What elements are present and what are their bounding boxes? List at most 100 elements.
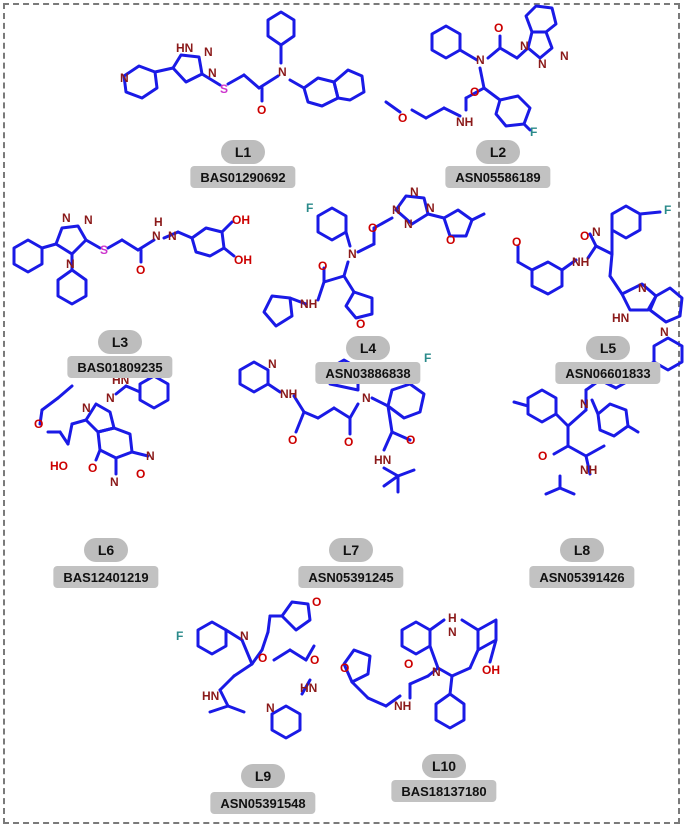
molecule-L10: [342, 618, 498, 730]
atom-L10-o1: O: [404, 657, 413, 671]
compound-label-L4: L4: [346, 336, 390, 360]
atom-L4-o1: O: [368, 221, 377, 235]
atom-L7-o3: O: [406, 433, 415, 447]
atom-L4-n2: N: [410, 185, 419, 199]
atom-L4-n4: N: [404, 217, 413, 231]
figure-frame: [3, 3, 680, 824]
atom-L8-n2: N: [660, 325, 669, 339]
atom-L6-n4: N: [110, 475, 119, 489]
atom-L4-nh: NH: [300, 297, 317, 311]
compound-label-L5: L5: [586, 336, 630, 360]
atom-L9-n: N: [240, 629, 249, 643]
atom-L8-o2: O: [538, 449, 547, 463]
atom-L7-o1: O: [288, 433, 297, 447]
compound-label-L9: L9: [241, 764, 285, 788]
molecule-L2: [384, 4, 558, 132]
atom-L9-n2: N: [266, 701, 275, 715]
atom-L7-hn: HN: [374, 453, 391, 467]
atom-L10-o2: O: [340, 661, 349, 675]
atom-L6-o2: O: [88, 461, 97, 475]
molecule-L9: [196, 600, 316, 740]
atom-L4-f: F: [306, 201, 313, 215]
atom-L2-n1: N: [520, 39, 529, 53]
atom-L10-oh: OH: [482, 663, 500, 677]
atom-L7-f: F: [424, 351, 431, 365]
compound-code-L9: ASN05391548: [210, 792, 316, 814]
compound-code-L10: BAS18137180: [391, 780, 497, 802]
atom-L2-nh: NH: [456, 115, 473, 129]
atom-L5-o2: O: [580, 229, 589, 243]
atom-L4-o4: O: [356, 317, 365, 331]
atom-L4-o3: O: [318, 259, 327, 273]
atom-L3-oh1: OH: [232, 213, 250, 227]
atom-L3-o: O: [136, 263, 145, 277]
atom-L10-n1: N: [448, 625, 457, 639]
atom-L6-n3: N: [146, 449, 155, 463]
atom-L5-nh: NH: [572, 255, 589, 269]
atom-L10-nh: NH: [394, 699, 411, 713]
atom-L9-f: F: [176, 629, 183, 643]
compound-code-L4: ASN03886838: [315, 362, 421, 384]
compound-code-L5: ASN06601833: [555, 362, 661, 384]
atom-L3-s: S: [100, 243, 108, 257]
atom-L6-n2: N: [82, 401, 91, 415]
atom-L7-o2: O: [344, 435, 353, 449]
atom-L2-n2: N: [538, 57, 547, 71]
compound-code-L2: ASN05586189: [445, 166, 551, 188]
atom-L3-n5: N: [168, 229, 177, 243]
molecule-L4: [262, 194, 486, 328]
molecule-L3: [12, 220, 236, 306]
compound-label-L10: L10: [422, 754, 466, 778]
compound-label-L3: L3: [98, 330, 142, 354]
atom-L8-n: N: [580, 397, 589, 411]
atom-L1-n4: N: [278, 65, 287, 79]
atom-L9-o3: O: [310, 653, 319, 667]
atom-L1-s: S: [220, 82, 228, 96]
atom-L4-n: N: [348, 247, 357, 261]
compound-code-L3: BAS01809235: [67, 356, 173, 378]
atom-L5-n2: N: [638, 281, 647, 295]
compound-code-L8: ASN05391426: [529, 566, 635, 588]
compound-code-L1: BAS01290692: [190, 166, 296, 188]
atom-L3-n2: N: [84, 213, 93, 227]
molecule-L1: [122, 10, 366, 108]
compound-label-L7: L7: [329, 538, 373, 562]
atom-L1-hn: HN: [176, 41, 193, 55]
molecule-L5: [516, 204, 684, 324]
atom-L7-n1: N: [268, 357, 277, 371]
atom-L6-o3: O: [136, 467, 145, 481]
atom-L8-nh2: NH: [580, 463, 597, 477]
atom-L9-o2: O: [258, 651, 267, 665]
atom-L5-o1: O: [512, 235, 521, 249]
compound-label-L6: L6: [84, 538, 128, 562]
compound-label-L1: L1: [221, 140, 265, 164]
atom-L7-nh: NH: [280, 387, 297, 401]
atom-L2-n3: N: [560, 49, 569, 63]
compound-code-L7: ASN05391245: [298, 566, 404, 588]
atom-L4-n3: N: [426, 201, 435, 215]
atom-L2-f: F: [530, 125, 537, 139]
atom-L5-hn: HN: [612, 311, 629, 325]
atom-L9-hn2: HN: [300, 681, 317, 695]
atom-L3-n1: N: [62, 211, 71, 225]
atom-L1-n2: N: [208, 66, 217, 80]
atom-L2-o1: O: [494, 21, 503, 35]
atom-L6-ho: HO: [50, 459, 68, 473]
atom-L3-n3: N: [66, 257, 75, 271]
compound-label-L8: L8: [560, 538, 604, 562]
atom-L1-n3: N: [120, 71, 129, 85]
compound-label-L2: L2: [476, 140, 520, 164]
atom-L10-h: H: [448, 611, 457, 625]
molecule-L6: [38, 374, 170, 476]
atom-L2-o3: O: [398, 111, 407, 125]
atom-L4-n1: N: [392, 203, 401, 217]
atom-L2-n: N: [476, 53, 485, 67]
atom-L6-n1: N: [106, 391, 115, 405]
atom-L3-oh2: OH: [234, 253, 252, 267]
atom-L3-n4: N: [152, 229, 161, 243]
atom-L7-n2: N: [362, 391, 371, 405]
atom-L5-f: F: [664, 203, 671, 217]
atom-L4-o2: O: [446, 233, 455, 247]
atom-L2-o2: O: [470, 85, 479, 99]
